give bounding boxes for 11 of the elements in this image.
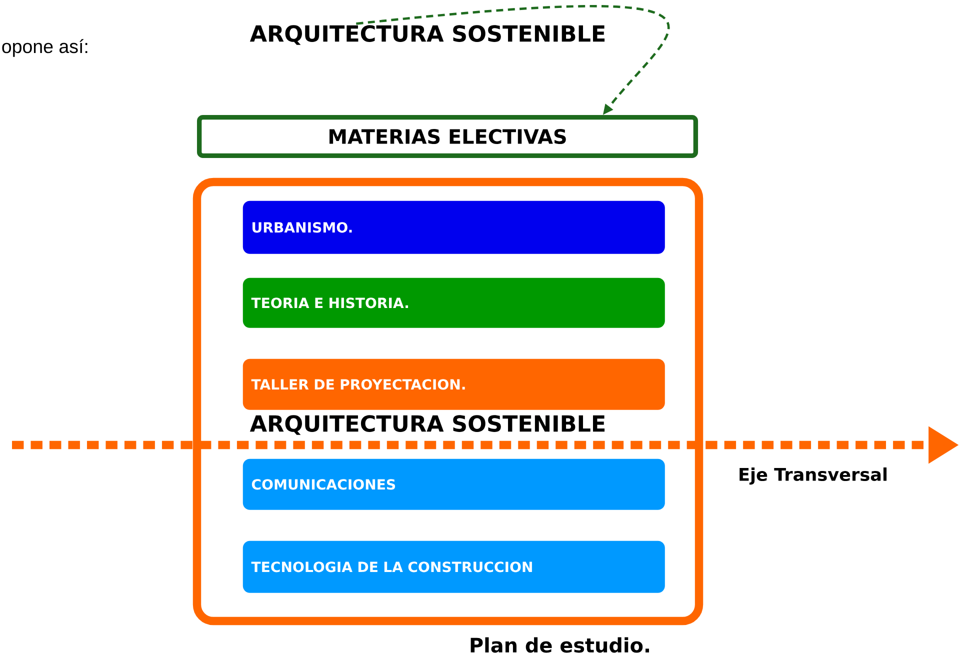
subject-bar: COMUNICACIONES [242,458,665,510]
subject-bar: TEORIA E HISTORIA. [242,278,665,328]
intro-text: opone así: [2,39,88,57]
heading-text: ARQUITECTURA SOSTENIBLE [250,25,605,45]
axis-caption: Eje Transversal [740,467,887,485]
axis-label: ARQUITECTURA SOSTENIBLE [250,415,605,435]
subject-bar: TECNOLOGIA DE LA CONSTRUCCION [242,540,665,593]
subject-bar: TALLER DE PROYECTACION. [242,358,665,410]
subject-bar: URBANISMO. [242,200,665,254]
electives-box: MATERIAS ELECTIVAS [196,115,698,158]
node-label: Plan de estudio. [470,637,650,653]
